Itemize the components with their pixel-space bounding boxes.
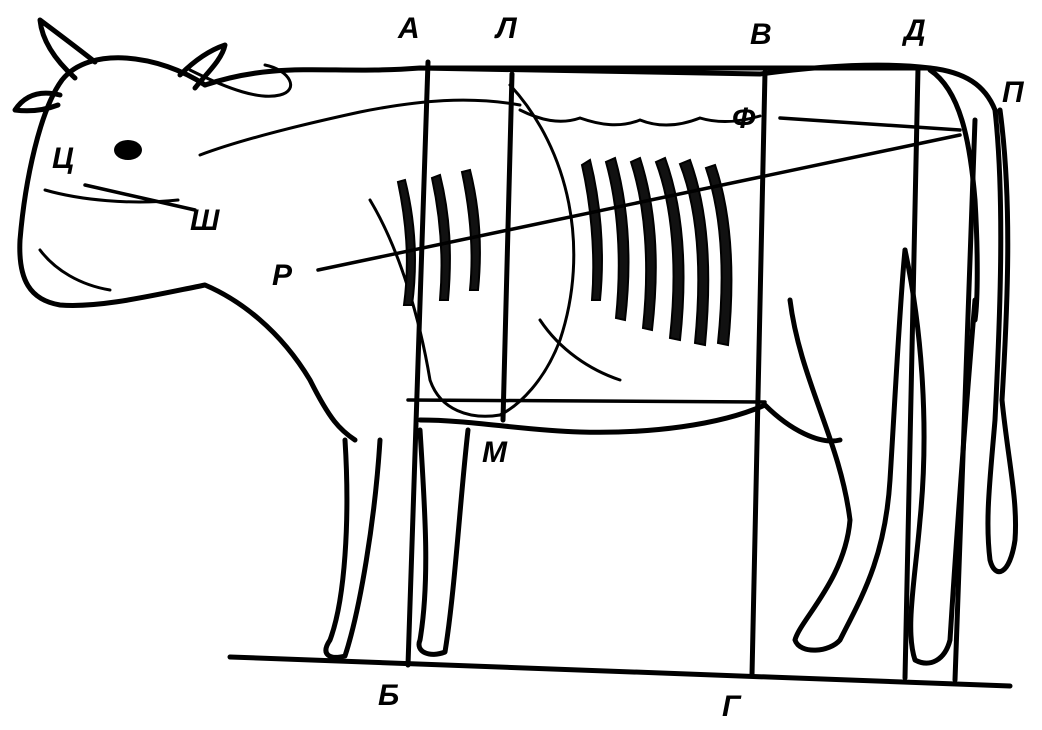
label-a: А bbox=[397, 12, 420, 45]
front-left-leg bbox=[326, 440, 380, 657]
tail-shape bbox=[988, 110, 1016, 572]
front-right-leg bbox=[419, 430, 468, 654]
line-chest-depth bbox=[408, 400, 765, 402]
label-m: М bbox=[482, 436, 508, 469]
cow-outline bbox=[15, 20, 1016, 663]
line-l-m bbox=[503, 74, 512, 420]
label-ts: Ц bbox=[52, 142, 74, 175]
left-horn-shape bbox=[40, 20, 95, 78]
label-sh: Ш bbox=[190, 204, 220, 237]
line-p-ground bbox=[955, 120, 975, 680]
label-l: Л bbox=[494, 12, 518, 45]
label-r: Р bbox=[272, 259, 293, 292]
label-g: Г bbox=[722, 690, 742, 723]
label-d: Д bbox=[901, 14, 926, 47]
label-b: Б bbox=[378, 679, 399, 712]
measurement-lines bbox=[85, 62, 1010, 686]
skeleton bbox=[200, 85, 760, 416]
eye-shape bbox=[114, 140, 142, 160]
sternum bbox=[540, 320, 620, 380]
line-r-oblique bbox=[318, 135, 960, 270]
line-f bbox=[780, 118, 960, 130]
ear-shape bbox=[15, 93, 60, 111]
line-v-g bbox=[752, 72, 765, 675]
label-f: Ф bbox=[732, 102, 756, 135]
neck-spine bbox=[200, 100, 520, 155]
scapula bbox=[370, 200, 500, 416]
vertebrae bbox=[520, 110, 760, 125]
hind-leg-near bbox=[790, 250, 905, 650]
line-ts-sh bbox=[85, 185, 195, 210]
label-p-tail: П bbox=[1002, 76, 1025, 109]
label-v: В bbox=[750, 18, 772, 51]
ground-line bbox=[230, 657, 1010, 686]
